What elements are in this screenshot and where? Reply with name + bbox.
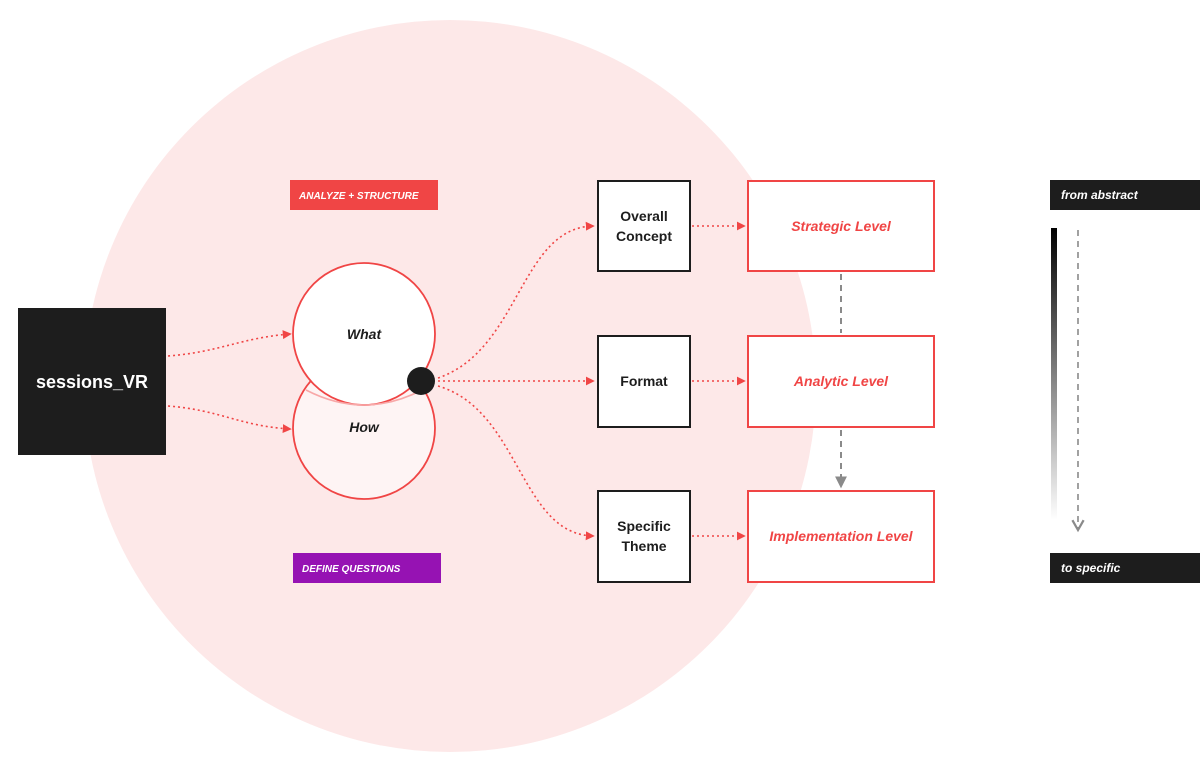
connector-source-what <box>167 330 292 357</box>
connector-hub-overall <box>437 221 595 379</box>
specific-theme-box: Specific Theme <box>597 490 691 583</box>
overall-concept-line1: Overall <box>620 208 667 224</box>
overall-concept-box: Overall Concept <box>597 180 691 272</box>
background-circle <box>84 20 816 752</box>
what-label: What <box>347 326 383 342</box>
format-line1: Format <box>620 373 668 389</box>
scale-top-label: from abstract <box>1061 188 1139 202</box>
format-box: Format <box>597 335 691 428</box>
analytic-level-box: Analytic Level <box>747 335 935 428</box>
analytic-level-label: Analytic Level <box>793 373 889 389</box>
source-label: sessions_VR <box>36 372 148 392</box>
specific-theme-line2: Theme <box>621 538 666 554</box>
how-label: How <box>349 419 380 435</box>
implementation-level-box: Implementation Level <box>747 490 935 583</box>
implementation-level-label: Implementation Level <box>769 528 913 544</box>
analyze-structure-label: ANALYZE + STRUCTURE <box>298 191 419 202</box>
connector-hub-specific <box>437 385 595 541</box>
scale-top-tag: from abstract <box>1050 180 1200 210</box>
connector-source-how <box>167 405 292 434</box>
define-questions-tag: DEFINE QUESTIONS <box>293 553 441 583</box>
source-box: sessions_VR <box>18 308 166 455</box>
analyze-structure-tag: ANALYZE + STRUCTURE <box>290 180 438 210</box>
define-questions-label: DEFINE QUESTIONS <box>302 564 401 575</box>
scale-bottom-label: to specific <box>1061 561 1121 575</box>
overall-concept-line2: Concept <box>616 228 672 244</box>
scale-gradient-bar <box>1051 228 1057 520</box>
specific-theme-line1: Specific <box>617 518 671 534</box>
strategic-level-box: Strategic Level <box>747 180 935 272</box>
how-circle-overlap-arc <box>305 389 423 406</box>
hub-dot <box>407 367 435 395</box>
scale-bottom-tag: to specific <box>1050 553 1200 583</box>
strategic-level-label: Strategic Level <box>791 218 892 234</box>
